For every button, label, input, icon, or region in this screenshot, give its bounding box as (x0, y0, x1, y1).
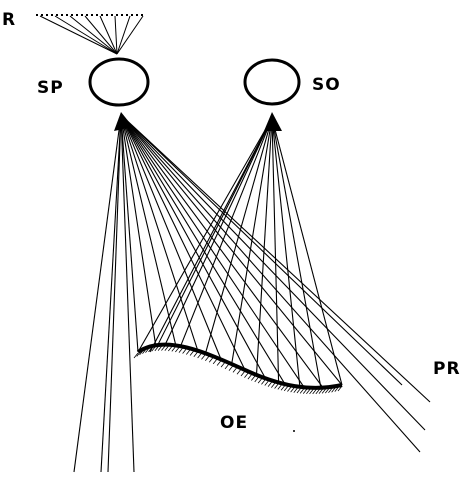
sp-ray (120, 114, 426, 431)
so-ray (204, 117, 273, 354)
r-fan-ray (99, 15, 118, 55)
so-ray (137, 117, 273, 353)
label-so: SO (312, 75, 341, 95)
r-fan-ray (84, 15, 118, 55)
so-ray (271, 117, 280, 383)
label-oe: OE (220, 413, 248, 433)
so-ellipse (243, 58, 301, 106)
sp-ray (120, 114, 421, 453)
label-r: R (2, 10, 16, 30)
sp-ray (120, 114, 177, 346)
sp-ray (120, 114, 324, 388)
label-sp: SP (37, 78, 64, 98)
r-fan (39, 15, 144, 55)
so-ray (255, 117, 273, 375)
sp-ray (120, 114, 135, 473)
sp-ray (120, 114, 222, 360)
sp-ray (120, 114, 403, 386)
sp-ray (120, 114, 157, 346)
sp-pointer (114, 112, 133, 131)
so-ray (164, 117, 273, 346)
label-pr: PR (433, 359, 461, 379)
r-fan-ray (114, 15, 118, 55)
so-ray (180, 117, 273, 347)
stray-dot (293, 430, 295, 432)
sp-ray (100, 114, 122, 473)
sp-ray (120, 114, 266, 379)
oe-surface (133, 342, 343, 395)
so-ray (157, 117, 273, 346)
sp-ray (73, 114, 122, 473)
sp-ray (107, 114, 122, 473)
r-fan-ray (54, 15, 118, 55)
oe-curve (136, 342, 343, 390)
sp-ray (120, 114, 343, 386)
so-rays (137, 117, 343, 388)
sp-rays (73, 114, 431, 473)
so-pointer (264, 112, 282, 131)
so-ray (271, 117, 301, 387)
r-fan-ray (116, 15, 131, 55)
sp-ray (120, 114, 139, 353)
r-fan-ray (116, 15, 144, 55)
oe-hatch-stroke (133, 352, 139, 359)
so-ray (149, 117, 273, 353)
so-ray (271, 117, 343, 386)
sp-ray (120, 114, 246, 371)
so-ray (271, 117, 322, 388)
r-fan-ray (39, 15, 118, 55)
sp-ellipse (88, 57, 150, 107)
r-fan-ray (69, 15, 118, 55)
sp-ray (120, 114, 199, 351)
sp-ray (120, 114, 305, 388)
so-ray (231, 117, 273, 365)
